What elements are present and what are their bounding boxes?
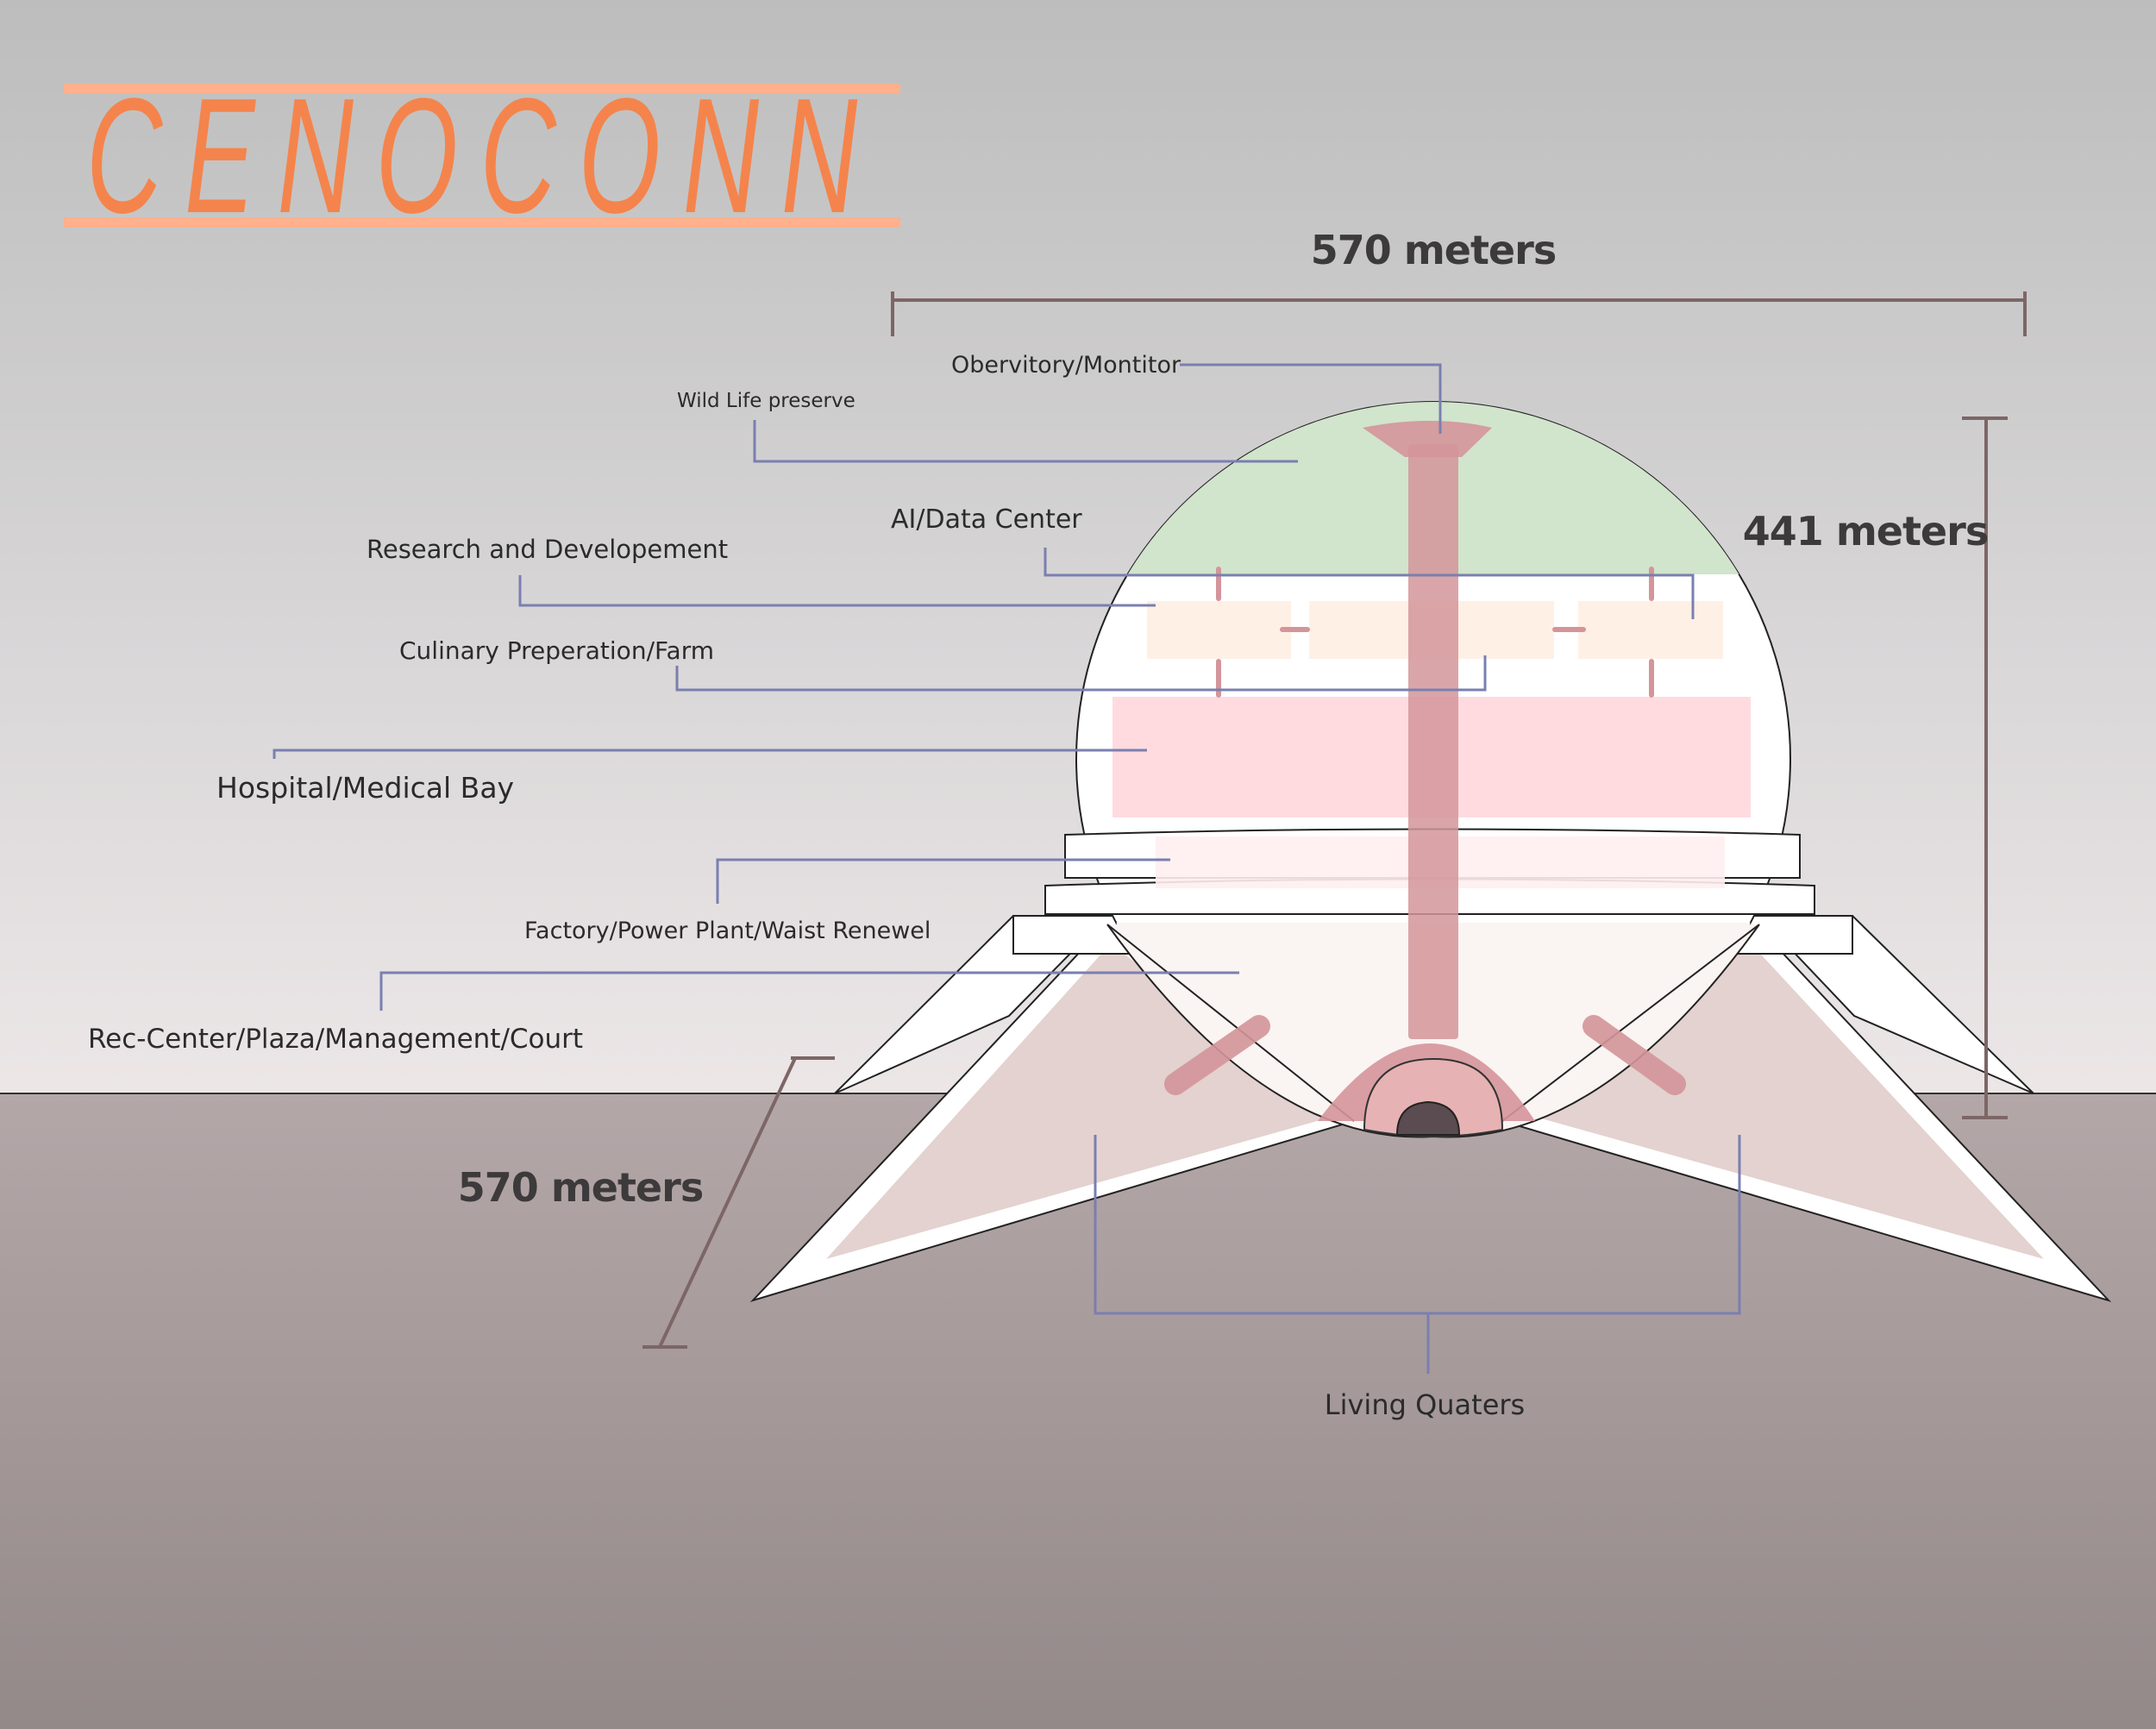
research-label: Research and Developement <box>367 535 728 564</box>
width-dimension-label: 570 meters <box>1311 227 1556 273</box>
leg-dimension-label: 570 meters <box>458 1164 703 1211</box>
title-bar-bottom <box>64 217 900 228</box>
height-dimension-label: 441 meters <box>1743 508 1988 554</box>
title-bar-top <box>64 84 900 94</box>
factory-label: Factory/Power Plant/Waist Renewel <box>524 918 931 944</box>
observatory-cap <box>1363 421 1492 457</box>
wildlife-label: Wild Life preserve <box>677 390 856 412</box>
core-shaft <box>1408 444 1458 1039</box>
title: CENOCONN <box>86 65 880 247</box>
living-pod <box>1363 1057 1504 1138</box>
rec-center-label: Rec-Center/Plaza/Management/Court <box>88 1024 583 1055</box>
hospital-label: Hospital/Medical Bay <box>216 771 514 805</box>
living-quarters-label: Living Quaters <box>1325 1388 1525 1421</box>
research-block <box>1147 601 1291 659</box>
ai-data-label: AI/Data Center <box>891 504 1082 535</box>
observatory-label: Obervitory/Montitor <box>951 352 1181 379</box>
ai-data-block <box>1578 601 1723 659</box>
culinary-label: Culinary Preperation/Farm <box>399 636 714 665</box>
dimension-lines <box>642 291 2027 1349</box>
pod-door <box>1395 1100 1461 1136</box>
support-struts <box>1164 1015 1686 1095</box>
leader-lines <box>273 363 1741 1374</box>
